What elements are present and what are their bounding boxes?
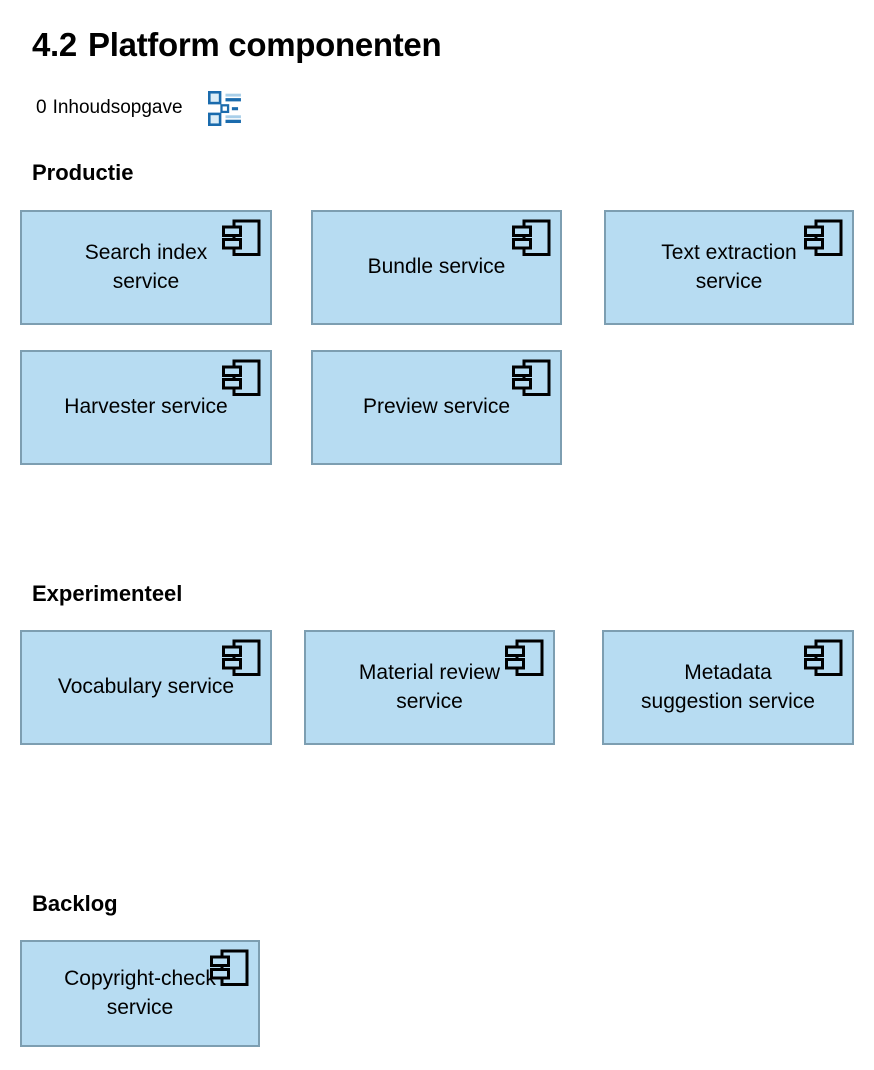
component-box-bundle-service: Bundle service [311, 210, 562, 325]
page-title-text: Platform componenten [87, 26, 442, 63]
toc-count: 0 [36, 97, 47, 118]
page-title: 4.2 Platform componenten [32, 26, 442, 64]
uml-component-icon [222, 639, 262, 677]
component-label: Vocabulary service [57, 675, 235, 699]
component-box-search-index-service: Search index service [20, 210, 272, 325]
uml-component-icon [512, 359, 552, 397]
section-heading-experimenteel: Experimenteel [32, 581, 183, 606]
component-label: Bundle service [367, 255, 506, 279]
component-label: Preview service [362, 395, 511, 419]
toc-label: Inhoudsopgave [52, 97, 183, 118]
table-of-contents-row: 0 Inhoudsopgave [36, 90, 243, 126]
component-label: Harvester service [64, 395, 228, 419]
component-box-copyright-check-service: Copyright-check service [20, 940, 260, 1047]
table-of-contents-icon[interactable] [207, 90, 243, 126]
component-label: Search index service [84, 240, 208, 293]
section-heading-productie: Productie [32, 160, 134, 185]
component-box-material-review-service: Material review service [304, 630, 555, 745]
component-label: Metadata suggestion service [641, 660, 815, 713]
uml-component-icon [512, 219, 552, 257]
component-label: Text extraction service [661, 240, 797, 293]
page-title-number: 4.2 [32, 26, 77, 63]
component-label: Material review service [358, 660, 501, 713]
component-box-harvester-service: Harvester service [20, 350, 272, 465]
component-label: Copyright-check service [64, 966, 216, 1019]
section-heading-backlog: Backlog [32, 891, 118, 916]
component-box-text-extraction-service: Text extraction service [604, 210, 854, 325]
uml-component-icon [222, 359, 262, 397]
component-box-vocabulary-service: Vocabulary service [20, 630, 272, 745]
component-box-preview-service: Preview service [311, 350, 562, 465]
uml-component-icon [222, 219, 262, 257]
component-box-metadata-suggestion-service: Metadata suggestion service [602, 630, 854, 745]
